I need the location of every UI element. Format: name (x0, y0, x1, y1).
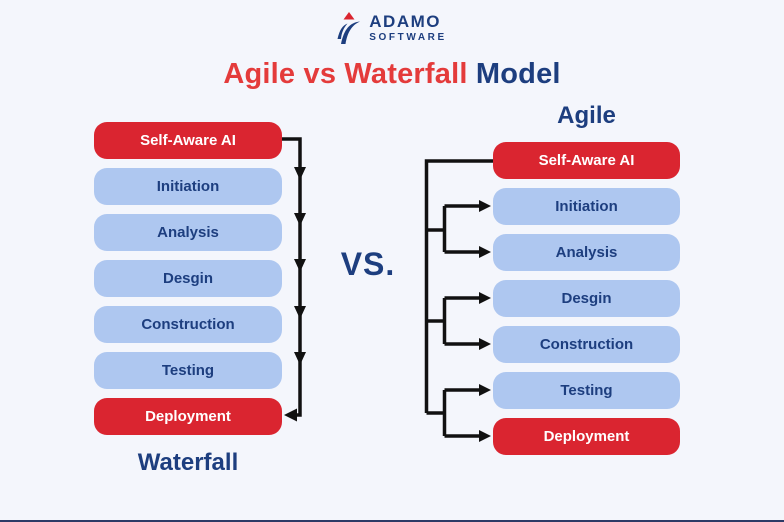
waterfall-flow-arrow (282, 137, 302, 417)
waterfall-phase-analysis: Analysis (94, 214, 282, 251)
agile-flow-arrow (424, 159, 493, 438)
agile-caption: Agile (557, 102, 616, 129)
waterfall-flow-arrowheads (284, 167, 306, 422)
waterfall-phase-construction: Construction (94, 306, 282, 343)
title-highlight: Agile vs Waterfall (223, 58, 468, 90)
page-title: Agile vs Waterfall Model (0, 58, 784, 91)
agile-phase-design: Desgin (493, 280, 680, 317)
waterfall-phase-initiation: Initiation (94, 168, 282, 205)
logo-subtitle: SOFTWARE (369, 32, 447, 43)
agile-phase-testing: Testing (493, 372, 680, 409)
agile-phase-deployment: Deployment (493, 418, 680, 455)
adamo-swoosh-icon (337, 12, 361, 44)
logo-brand: ADAMO (369, 12, 441, 31)
waterfall-phase-self-aware-ai: Self-Aware AI (94, 122, 282, 159)
waterfall-phase-design: Desgin (94, 260, 282, 297)
agile-phase-self-aware-ai: Self-Aware AI (493, 142, 680, 179)
waterfall-phase-deployment: Deployment (94, 398, 282, 435)
waterfall-phase-testing: Testing (94, 352, 282, 389)
vs-label: VS. (340, 246, 396, 282)
title-rest: Model (467, 58, 561, 90)
adamo-logo: ADAMO SOFTWARE (0, 11, 784, 45)
agile-flow-arrowheads (479, 200, 491, 442)
agile-phase-analysis: Analysis (493, 234, 680, 271)
agile-phase-construction: Construction (493, 326, 680, 363)
waterfall-caption: Waterfall (137, 449, 239, 476)
agile-phase-initiation: Initiation (493, 188, 680, 225)
logo-text: ADAMO SOFTWARE (369, 13, 446, 43)
bottom-rule (0, 520, 784, 522)
